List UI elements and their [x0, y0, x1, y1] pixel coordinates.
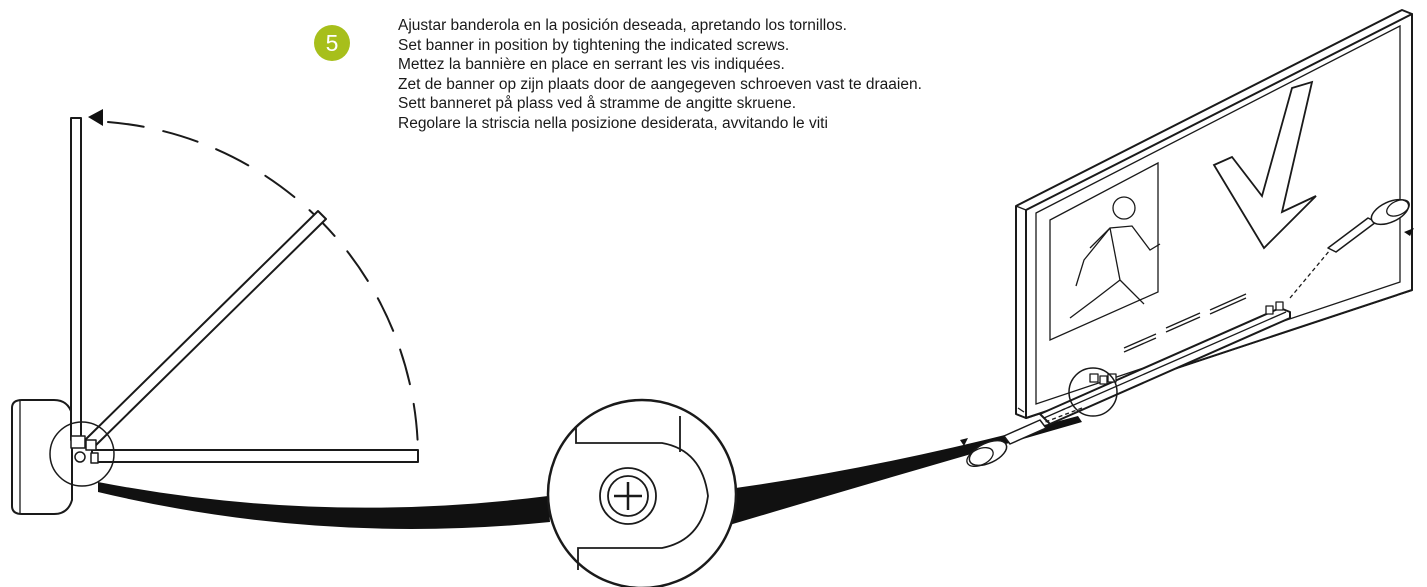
- rotation-arc: [107, 121, 419, 453]
- step-number-badge: 5: [314, 25, 350, 61]
- banner-diagonal: [84, 210, 327, 449]
- down-arrow-icon: [1212, 80, 1317, 250]
- banner-horizontal: [91, 449, 419, 463]
- instruction-en: Set banner in position by tightening the…: [398, 36, 790, 54]
- screwdriver-icon: [960, 407, 1083, 468]
- wall-bracket: [11, 399, 73, 515]
- screw-location-circle: [1068, 367, 1118, 417]
- arrowhead-icon: [88, 109, 103, 126]
- banner-vertical: [70, 117, 82, 441]
- instruction-fr: Mettez la bannière en place en serrant l…: [398, 56, 785, 74]
- exit-sign-illustration: [1015, 9, 1413, 425]
- banner-rotation-illustration: [11, 109, 419, 515]
- screw-detail-illustration: [546, 398, 738, 587]
- detail-circle: [49, 421, 115, 487]
- running-man-panel: [1049, 161, 1159, 342]
- callout-band-left: [98, 482, 550, 529]
- instruction-nl: Zet de banner op zijn plaats door de aan…: [398, 75, 922, 93]
- instruction-it: Regolare la striscia nella posizione des…: [398, 114, 828, 132]
- instruction-es: Ajustar banderola en la posición deseada…: [398, 17, 847, 34]
- running-man-icon: [1069, 196, 1161, 319]
- instruction-text: Ajustar banderola en la posición deseada…: [398, 16, 922, 134]
- instruction-no: Sett banneret på plass ved å stramme de …: [398, 95, 797, 113]
- screwdriver-icon: [1289, 198, 1414, 299]
